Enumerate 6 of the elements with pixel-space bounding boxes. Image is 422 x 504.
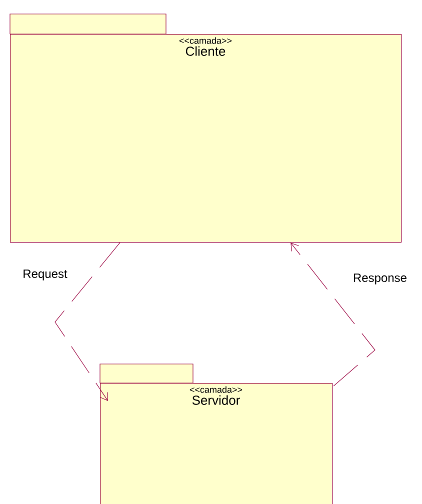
package-box: <<camada>> Cliente [10,14,402,243]
edge-label: Response [354,274,406,284]
dependency-arrow [290,242,376,386]
edge-label: Request [24,270,68,280]
dependency-arrow [54,242,120,401]
package-box: <<camada>> Servidor [100,364,333,504]
